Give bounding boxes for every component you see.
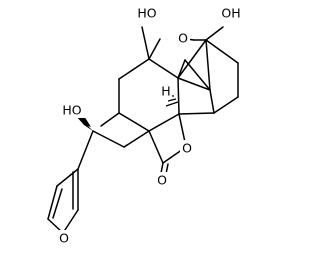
bond (184, 59, 211, 91)
atom-label-side-oh: HO (62, 103, 81, 118)
bond (205, 26, 224, 41)
bond (177, 39, 207, 79)
atom-label-furan-o: O (59, 231, 69, 246)
bond (100, 112, 120, 127)
atom-label-oh-right: OH (221, 6, 240, 21)
bond (52, 188, 63, 219)
bond (178, 112, 215, 115)
bond (148, 130, 164, 164)
bond (92, 130, 125, 148)
bond (118, 58, 150, 80)
bond (123, 130, 150, 148)
bond (118, 112, 150, 132)
atom-label-lactone-o: O (182, 141, 192, 156)
atom-label-ring-ether-o: O (178, 31, 188, 46)
bond (141, 26, 150, 60)
bond (209, 89, 215, 114)
bond (177, 77, 211, 91)
bond (56, 168, 79, 187)
atom-label-carbonyl-o: O (157, 173, 167, 188)
bond (77, 130, 94, 170)
bond (205, 39, 211, 91)
bond (148, 113, 180, 132)
atom-label-oh-left: HO (137, 6, 156, 21)
bond (62, 209, 79, 234)
structure-svg: HO O OH H HO O O O (47, 4, 244, 246)
bond (148, 58, 179, 79)
bonds (47, 26, 239, 234)
bond (213, 96, 239, 114)
bond (148, 38, 161, 60)
chemical-structure-diagram: HO O OH H HO O O O (47, 4, 244, 246)
bond (47, 185, 58, 220)
atom-labels: HO O OH H HO O O O (57, 4, 244, 246)
atom-label-h: H (161, 84, 170, 99)
bond (205, 39, 239, 64)
bond (177, 59, 186, 79)
bond (177, 77, 180, 115)
